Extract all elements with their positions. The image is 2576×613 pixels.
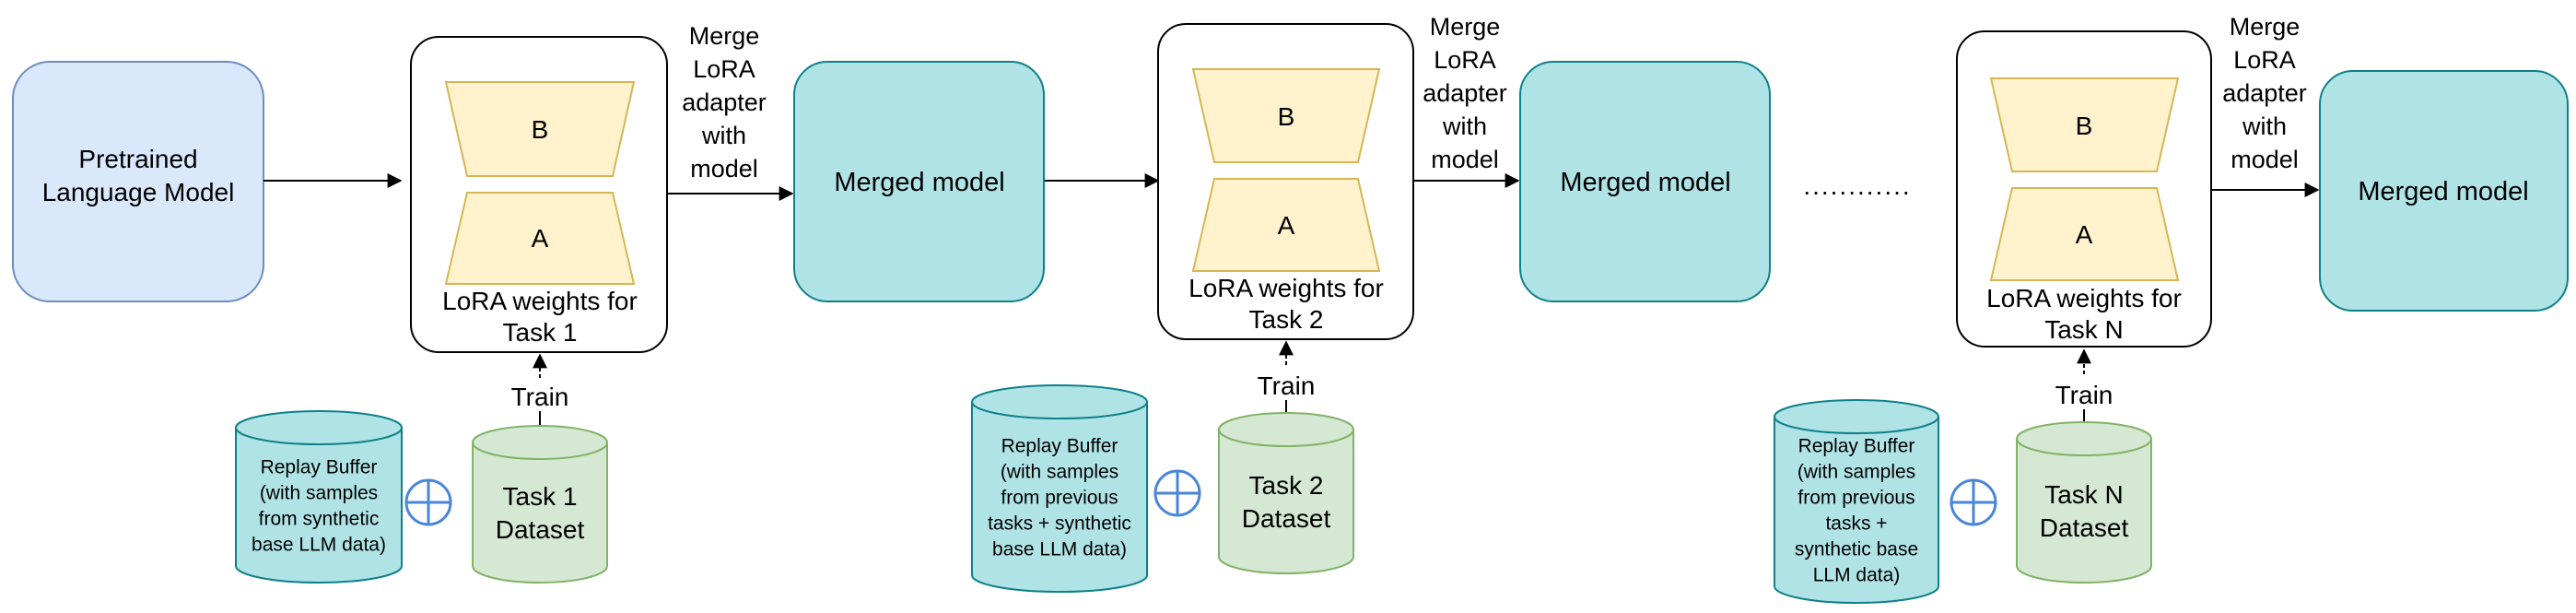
merge-label-1-line: model bbox=[690, 155, 758, 183]
merge-label-2-line: model bbox=[1431, 146, 1499, 173]
data-sources: Replay Buffer (with samples from synthetic… bbox=[235, 384, 2152, 604]
merge-label-2-line: LoRA bbox=[1434, 46, 1496, 74]
replay-buffer-2-text: from previous bbox=[1001, 487, 1118, 508]
replay-buffer-n-text: (with samples bbox=[1797, 461, 1915, 482]
replay-buffer-n-text: LLM data) bbox=[1813, 564, 1901, 585]
merge-label-n: Merge LoRA adapter with model bbox=[2222, 13, 2307, 173]
replay-buffer-n-text: tasks + bbox=[1825, 513, 1887, 534]
merge-label-2: Merge LoRA adapter with model bbox=[1423, 13, 1507, 173]
plus-icon bbox=[1950, 478, 1997, 526]
task-dataset-1-text: Dataset bbox=[496, 515, 585, 544]
merge-label-1-line: with bbox=[701, 122, 746, 149]
merge-label-2-line: adapter bbox=[1423, 79, 1507, 107]
train-label: Train bbox=[511, 383, 569, 411]
merge-label-1: Merge LoRA adapter with model bbox=[682, 22, 767, 183]
lora-title-line-1: LoRA weights for bbox=[1986, 284, 2182, 312]
merged-model-label: Merged model bbox=[1560, 168, 1730, 197]
replay-buffer-1-text: Replay Buffer bbox=[261, 456, 378, 477]
lora-b-label: B bbox=[1278, 102, 1295, 131]
merge-label-n-line: with bbox=[2242, 112, 2287, 140]
replay-buffer-2-text: (with samples bbox=[1001, 461, 1118, 482]
task-dataset-n-text: Task N bbox=[2044, 480, 2124, 509]
lora-node-n: B A LoRA weights for Task N bbox=[1956, 30, 2212, 348]
merge-label-1-line: Merge bbox=[689, 22, 760, 50]
lora-node-2: B A LoRA weights for Task 2 bbox=[1157, 23, 1414, 340]
train-label: Train bbox=[2055, 381, 2113, 409]
merged-model-label: Merged model bbox=[834, 168, 1004, 197]
merge-label-2-line: Merge bbox=[1430, 13, 1501, 41]
lora-b-label: B bbox=[532, 115, 549, 144]
replay-buffer-1: Replay Buffer (with samples from synthetic… bbox=[235, 410, 403, 584]
lora-title-line-1: LoRA weights for bbox=[1188, 274, 1384, 302]
merge-label-1-line: LoRA bbox=[693, 55, 755, 83]
lora-title-line-2: Task N bbox=[2044, 315, 2124, 344]
task-dataset-2-text: Task 2 bbox=[1249, 471, 1324, 500]
merge-label-2-line: with bbox=[1442, 112, 1487, 140]
lora-a-matrix bbox=[1989, 187, 2180, 281]
replay-buffer-2-text: base LLM data) bbox=[992, 538, 1127, 560]
replay-buffer-2-text: tasks + synthetic bbox=[988, 513, 1131, 534]
replay-buffer-1-text: from synthetic bbox=[259, 508, 380, 529]
lora-a-label: A bbox=[2076, 220, 2093, 249]
plus-icon bbox=[1153, 469, 1201, 517]
replay-buffer-n-text: Replay Buffer bbox=[1798, 435, 1915, 456]
lora-a-matrix bbox=[444, 192, 636, 285]
task-dataset-n-text: Dataset bbox=[2040, 513, 2129, 542]
replay-buffer-n-text: from previous bbox=[1797, 487, 1914, 508]
lora-title-line-2: Task 1 bbox=[503, 318, 578, 347]
lora-a-matrix bbox=[1191, 178, 1381, 272]
task-dataset-n: Task N Dataset bbox=[2016, 421, 2152, 584]
lora-b-matrix bbox=[444, 81, 636, 177]
replay-buffer-1-text: (with samples bbox=[260, 482, 378, 503]
merge-label-n-line: Merge bbox=[2230, 13, 2301, 41]
lora-title-line-2: Task 2 bbox=[1249, 305, 1324, 334]
merge-label-n-line: LoRA bbox=[2233, 46, 2296, 74]
train-connector-2: Train bbox=[1258, 340, 1316, 415]
flow-arrows bbox=[263, 173, 2320, 201]
lora-b-label: B bbox=[2076, 112, 2093, 140]
merge-label-1-line: adapter bbox=[682, 88, 767, 116]
replay-buffer-1-text: base LLM data) bbox=[252, 534, 386, 555]
lora-a-label: A bbox=[1278, 211, 1295, 240]
merged-model-node-2: Merged model bbox=[1519, 61, 1771, 302]
train-label: Train bbox=[1258, 371, 1316, 400]
task-dataset-2-text: Dataset bbox=[1242, 504, 1331, 533]
merge-label-n-line: model bbox=[2231, 146, 2299, 173]
task-dataset-2: Task 2 Dataset bbox=[1218, 412, 1354, 574]
train-connector-n: Train bbox=[2055, 348, 2113, 424]
replay-buffer-2: Replay Buffer (with samples from previous t… bbox=[971, 384, 1148, 593]
lora-a-label: A bbox=[532, 224, 549, 253]
merged-model-label: Merged model bbox=[2358, 177, 2528, 206]
lora-title-line-1: LoRA weights for bbox=[442, 287, 638, 315]
merged-model-node-1: Merged model bbox=[793, 61, 1045, 302]
train-connector-1: Train bbox=[511, 353, 569, 428]
replay-buffer-n: Replay Buffer (with samples from previous t… bbox=[1774, 399, 1939, 604]
merged-model-node-n: Merged model bbox=[2319, 70, 2569, 312]
task-dataset-1-text: Task 1 bbox=[503, 482, 578, 511]
lora-b-matrix bbox=[1989, 77, 2180, 172]
replay-buffer-n-text: synthetic base bbox=[1795, 538, 1918, 560]
task-dataset-1: Task 1 Dataset bbox=[472, 425, 608, 584]
ellipsis-text: ............ bbox=[1803, 171, 1911, 200]
replay-buffer-2-text: Replay Buffer bbox=[1001, 435, 1118, 456]
plus-icon bbox=[404, 478, 452, 526]
lora-b-matrix bbox=[1191, 68, 1381, 163]
lora-node-1: B A LoRA weights for Task 1 bbox=[410, 36, 668, 353]
merge-label-n-line: adapter bbox=[2222, 79, 2307, 107]
